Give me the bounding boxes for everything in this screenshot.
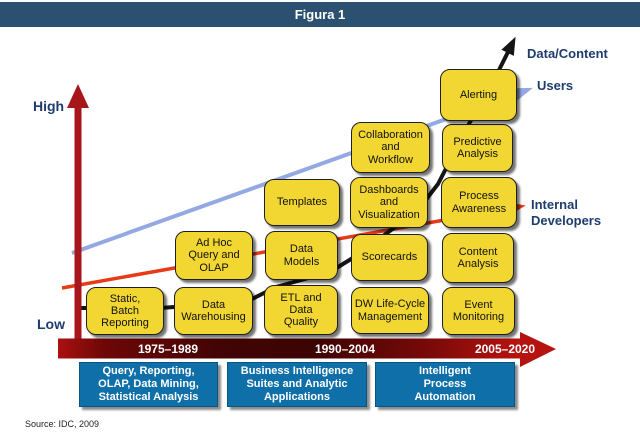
figure-title-bar: Figura 1 — [0, 2, 640, 27]
tech-box-data-warehousing: Data Warehousing — [174, 287, 253, 335]
tech-box-event-monitoring: Event Monitoring — [442, 287, 515, 335]
timeline-period-1975-1989: 1975–1989 — [137, 342, 199, 356]
tech-box-dashboards-and-visualization: Dashboards and Visualization — [350, 177, 428, 228]
tech-box-ad-hoc-query-and-olap: Ad Hoc Query and OLAP — [175, 231, 253, 280]
users-label: Users — [537, 78, 574, 93]
era-box-query-reporting-olap: Query, Reporting, OLAP, Data Mining, Sta… — [79, 362, 218, 407]
tech-box-collaboration-and-workflow: Collaboration and Workflow — [351, 122, 430, 173]
tech-box-data-models: Data Models — [265, 231, 338, 280]
axis-low-label: Low — [37, 316, 65, 332]
tech-box-scorecards: Scorecards — [351, 234, 428, 281]
tech-box-templates: Templates — [264, 179, 340, 226]
internal-developers-label: Internal Developers — [531, 197, 602, 228]
tech-box-process-awareness: Process Awareness — [441, 177, 517, 228]
timeline-period-2005-2020: 2005–2020 — [474, 342, 536, 356]
tech-box-predictive-analysis: Predictive Analysis — [442, 124, 513, 172]
era-box-intelligent-process-automation: Intelligent Process Automation — [375, 362, 515, 407]
tech-box-content-analysis: Content Analysis — [442, 233, 514, 283]
timeline-period-1990-2004: 1990–2004 — [314, 342, 376, 356]
tech-box-alerting: Alerting — [440, 69, 517, 121]
tech-box-dw-life-cycle-management: DW Life-Cycle Management — [351, 287, 429, 334]
era-box-business-intelligence-suites: Business Intelligence Suites and Analyti… — [227, 362, 367, 407]
source-note: Source: IDC, 2009 — [25, 419, 100, 429]
tech-box-static-batch-reporting: Static, Batch Reporting — [86, 287, 164, 335]
axis-high-label: High — [33, 98, 65, 114]
figure-title: Figura 1 — [294, 7, 346, 22]
tech-box-etl-and-data-quality: ETL and Data Quality — [264, 285, 338, 335]
data-content-label: Data/Content — [527, 46, 608, 61]
